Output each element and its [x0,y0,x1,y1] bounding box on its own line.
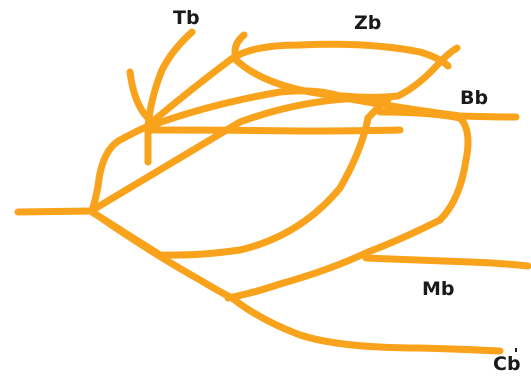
branch-upper-left [88,122,152,215]
label-zb: Zb [354,12,382,34]
branch-bb-return [224,108,472,302]
branch-to-zb [148,40,452,126]
label-bb: Bb [460,87,489,109]
branch-inner-lobe-top [364,96,392,122]
branch-zb-loop [230,44,461,101]
label-mb: Mb [422,278,455,300]
branch-mb [362,254,531,270]
branch-lower [90,209,504,355]
branch-horizontal [146,126,404,135]
branch-diagonal [92,94,366,212]
label-tb: Tb [173,7,200,29]
branch-mid-arc [146,87,349,130]
branch-root [14,207,96,216]
branch-tb-twig [126,68,152,122]
branch-tb [144,28,196,132]
label-cb: Cb [493,353,521,375]
tick-mark [515,348,517,352]
